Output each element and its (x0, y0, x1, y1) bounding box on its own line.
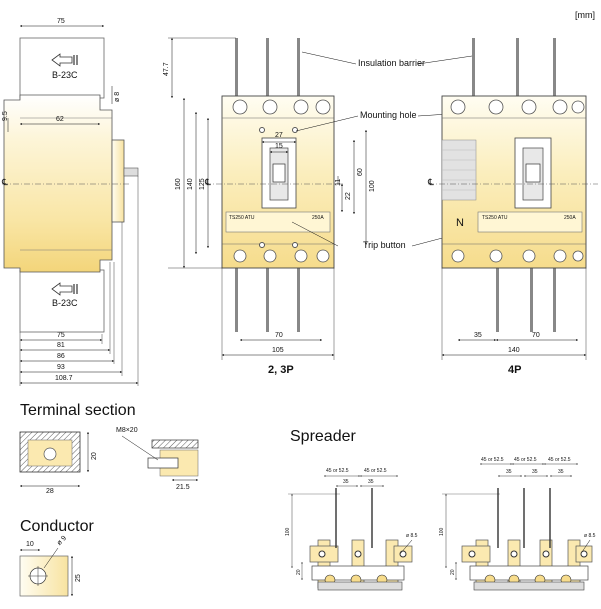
side-dim-93: 93 (57, 364, 65, 371)
connector-icon-top (51, 53, 78, 67)
spreader4p-span-a: 45 or 52.5 (481, 457, 504, 463)
side-center-mark: ℄ (2, 177, 8, 187)
front-dim-60: 60 (357, 168, 364, 176)
conductor (19, 547, 73, 597)
front-center-mark: ℄ (205, 177, 211, 187)
front4p-n-mark: N (456, 217, 464, 229)
conductor-title: Conductor (20, 518, 94, 535)
spreader-side: 20 (296, 569, 302, 575)
front-dim-100: 100 (369, 180, 376, 192)
callout-mounting-hole: Mounting hole (360, 110, 417, 120)
spreader4p-inner-b: 35 (532, 469, 538, 475)
units-label: [mm] (575, 10, 595, 20)
spreader4p-height: 100 (439, 527, 445, 536)
front-dim-47-7: 47.7 (163, 62, 170, 76)
front-dim-11: 11 (335, 178, 342, 186)
connector-label-top: B-23C (52, 70, 78, 80)
spreader4p-span-b: 45 or 52.5 (514, 457, 537, 463)
front-plate-right: 250A (312, 215, 324, 221)
terminal-section-title: Terminal section (20, 402, 136, 419)
spreader-title: Spreader (290, 428, 356, 445)
terminal-dim-21-5: 21.5 (176, 484, 190, 491)
terminal-dim-28: 28 (46, 488, 54, 495)
front-dim-27: 27 (275, 132, 283, 139)
front4p-plate-right: 250A (564, 215, 576, 221)
front-view-4p (428, 38, 598, 360)
front-caption-4p: 4P (508, 364, 522, 376)
conductor-dim-25: 25 (75, 574, 82, 582)
front4p-dim-70: 70 (532, 332, 540, 339)
spreader4p-span-c: 45 or 52.5 (548, 457, 571, 463)
front-dim-15: 15 (275, 143, 283, 150)
front-dim-140: 140 (187, 178, 194, 190)
connector-icon-bottom (51, 282, 78, 296)
connector-label-bottom: B-23C (52, 298, 78, 308)
front4p-dim-140: 140 (508, 347, 520, 354)
side-dim-95: 9.5 (2, 111, 9, 121)
side-hole-8: ø 8 (114, 91, 121, 102)
side-dim-62: 62 (56, 116, 64, 123)
front-dim-160: 160 (175, 178, 182, 190)
front-plate-left: TS250 ATU (229, 215, 255, 221)
spreader-3p (288, 475, 413, 591)
front-caption-3p: 2, 3P (268, 364, 294, 376)
spreader-hole: ø 8.5 (406, 533, 418, 539)
spreader-inner-right: 35 (368, 479, 374, 485)
side-view (2, 25, 139, 386)
front4p-dim-35: 35 (474, 332, 482, 339)
front-dim-105: 105 (272, 347, 284, 354)
side-dim-81: 81 (57, 342, 65, 349)
side-dim-108-7: 108.7 (55, 375, 73, 382)
side-dim-86: 86 (57, 353, 65, 360)
spreader4p-side: 20 (450, 569, 456, 575)
side-dim-75-bottom: 75 (57, 332, 65, 339)
spreader-4p (442, 463, 593, 591)
terminal-dim-20: 20 (91, 452, 98, 460)
front-view-3p (168, 37, 489, 360)
front4p-plate-left: TS250 ATU (482, 215, 508, 221)
callout-trip-button: Trip button (363, 240, 406, 250)
front-dim-70: 70 (275, 332, 283, 339)
spreader4p-inner-c: 35 (558, 469, 564, 475)
terminal-section (19, 431, 199, 487)
spreader-inner-left: 35 (343, 479, 349, 485)
spreader-span-left: 45 or 52.5 (326, 468, 349, 474)
front-dim-22: 22 (345, 192, 352, 200)
spreader4p-hole: ø 8.5 (584, 533, 596, 539)
front4p-center-mark: ℄ (428, 177, 434, 187)
spreader-height: 100 (285, 527, 291, 536)
spreader-span-right: 45 or 52.5 (364, 468, 387, 474)
side-dim-75-top: 75 (57, 18, 65, 25)
callout-insulation-barrier: Insulation barrier (358, 58, 426, 68)
spreader4p-inner-a: 35 (506, 469, 512, 475)
terminal-screw-label: M8×20 (116, 427, 138, 434)
conductor-dim-10: 10 (26, 541, 34, 548)
